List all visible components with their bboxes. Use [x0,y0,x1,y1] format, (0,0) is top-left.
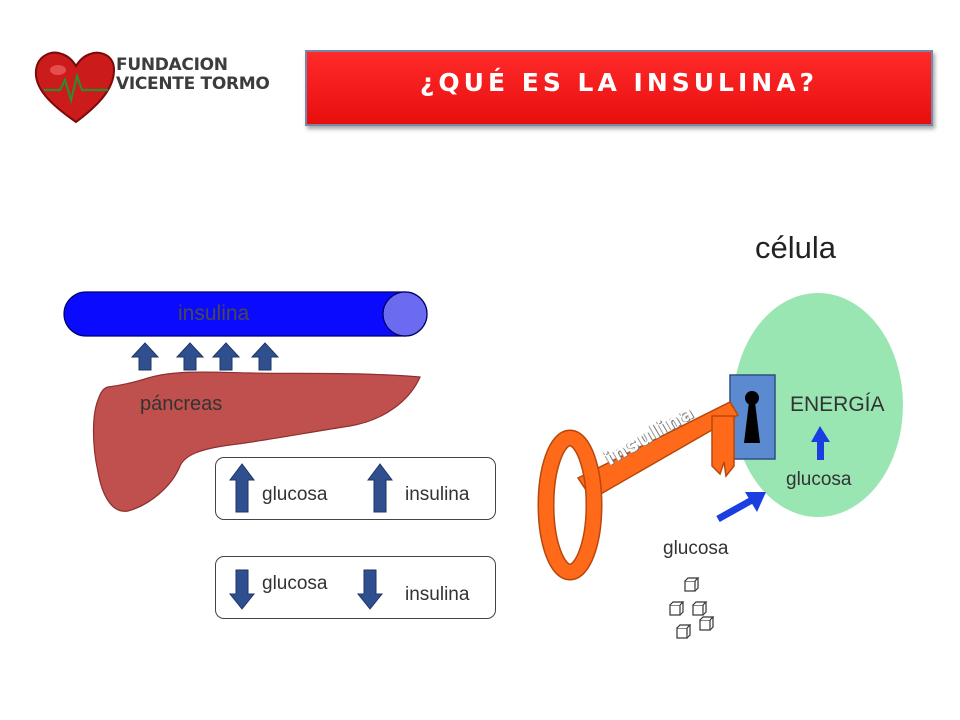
low-glucose-label: glucosa [262,573,328,594]
logo-text: FUNDACION VICENTE TORMO [116,56,270,94]
low-insulin-label: insulina [405,584,470,605]
glucose-outside-label: glucosa [663,538,729,559]
blood-vessel-tube [63,291,428,337]
cell-label: célula [755,230,836,265]
title-banner: ¿QUÉ ES LA INSULINA? [305,50,933,126]
low-levels-box [215,556,496,619]
logo-line-1: FUNDACION [116,55,228,75]
tube-insulin-label: insulina [178,302,250,325]
glucose-entry-arrow [716,492,766,523]
high-insulin-label: insulina [405,484,470,505]
page-title: ¿QUÉ ES LA INSULINA? [419,67,819,97]
energy-up-arrow [811,426,830,460]
logo-line-2: VICENTE TORMO [116,74,270,94]
pancreas-label: páncreas [140,393,223,415]
energy-label: ENERGÍA [790,393,885,416]
pancreas-shape [92,371,421,512]
heart-icon [34,51,116,124]
insulin-secretion-arrows [130,342,280,371]
glucose-inside-label: glucosa [786,469,852,490]
high-levels-box [215,457,496,520]
keyhole-icon [744,391,760,443]
sugar-cubes-icon [669,577,715,639]
cell [733,293,903,517]
high-glucose-label: glucosa [262,484,328,505]
key-icon [537,401,740,581]
